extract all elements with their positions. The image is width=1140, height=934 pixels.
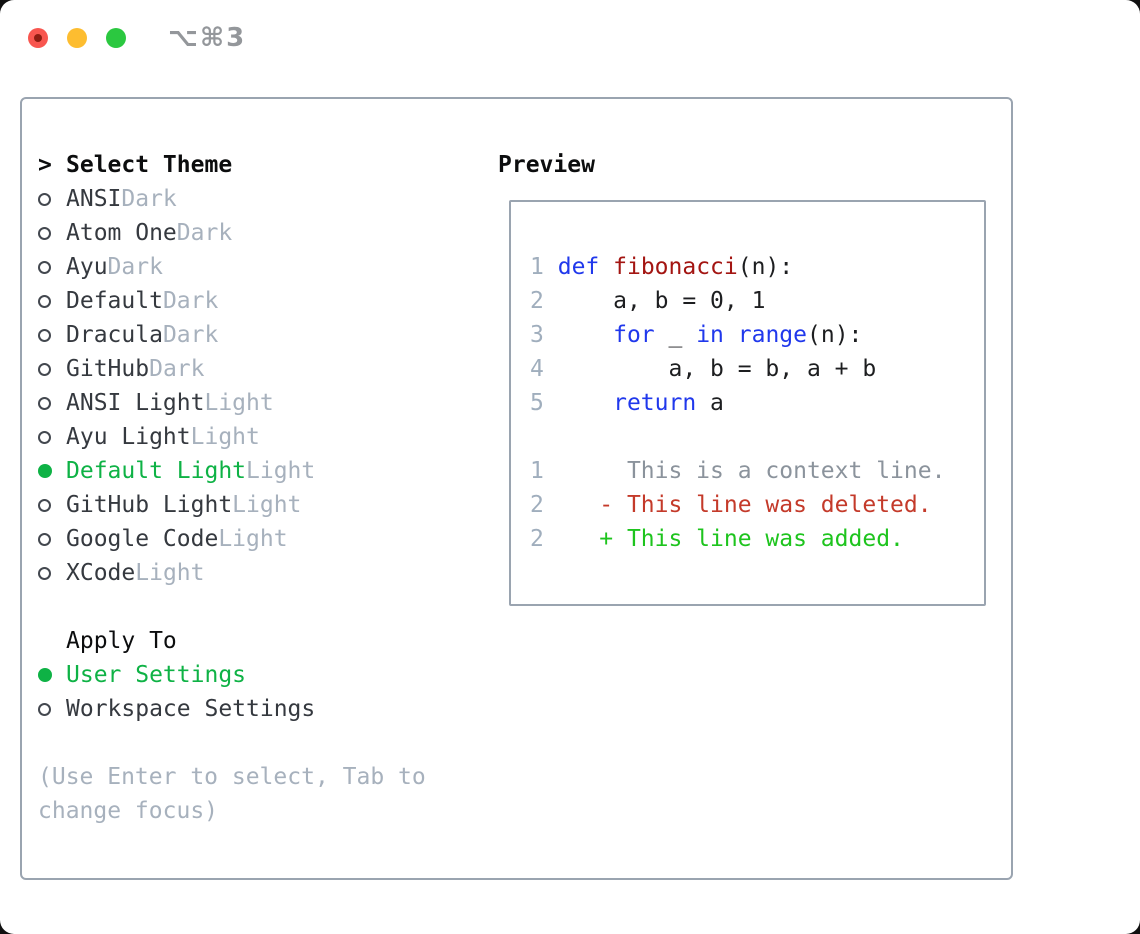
theme-option-ayu-light[interactable]: Ayu Light Light xyxy=(38,420,426,454)
option-label: GitHub Light xyxy=(66,492,233,518)
radio-icon xyxy=(38,328,66,342)
code-line xyxy=(530,420,984,454)
option-label: Default xyxy=(66,288,163,314)
line-number: 1 xyxy=(530,254,544,280)
theme-option-github[interactable]: GitHub Dark xyxy=(38,352,426,386)
option-label: Dracula xyxy=(66,322,163,348)
code-line: 4 a, b = b, a + b xyxy=(530,356,877,382)
code-line: 2 - This line was deleted. xyxy=(530,492,932,518)
variant-tag: Dark xyxy=(162,288,219,314)
focus-caret-icon: > xyxy=(38,152,52,178)
variant-tag: Light xyxy=(135,560,205,586)
radio-icon xyxy=(38,396,66,410)
spacer xyxy=(38,726,426,760)
line-number: 1 xyxy=(530,458,544,484)
variant-tag: Light xyxy=(246,458,316,484)
radio-icon xyxy=(38,226,66,240)
option-label: Atom One xyxy=(66,220,177,246)
line-number: 2 xyxy=(530,492,544,518)
code-line: 1 def fibonacci(n): xyxy=(530,254,794,280)
theme-option-xcode[interactable]: XCode Light xyxy=(38,556,426,590)
radio-icon xyxy=(38,294,66,308)
line-number: 2 xyxy=(530,288,544,314)
apply-option-user-settings[interactable]: User Settings xyxy=(38,658,426,692)
radio-selected-icon xyxy=(38,464,66,478)
variant-tag: Light xyxy=(190,424,260,450)
option-label: User Settings xyxy=(66,662,247,688)
line-number: 4 xyxy=(530,356,544,382)
radio-icon xyxy=(38,260,66,274)
theme-option-dracula[interactable]: Dracula Dark xyxy=(38,318,426,352)
radio-icon xyxy=(38,566,66,580)
radio-icon xyxy=(38,532,66,546)
help-line: change focus) xyxy=(38,798,219,824)
option-label: ANSI xyxy=(66,186,122,212)
variant-tag: Light xyxy=(232,492,302,518)
option-label: GitHub xyxy=(66,356,150,382)
variant-tag: Dark xyxy=(121,186,177,212)
theme-option-ansi-light[interactable]: ANSI Light Light xyxy=(38,386,426,420)
radio-icon xyxy=(38,430,66,444)
theme-option-ansi[interactable]: ANSI Dark xyxy=(38,182,426,216)
apply-to-header-row: Apply To xyxy=(38,624,426,658)
option-label: ANSI Light xyxy=(66,390,205,416)
spacer xyxy=(38,590,426,624)
option-label: Workspace Settings xyxy=(66,696,316,722)
variant-tag: Dark xyxy=(107,254,163,280)
code-line: 3 for _ in range(n): xyxy=(530,322,863,348)
code-preview: 1 def fibonacci(n): 2 a, b = 0, 1 3 for _ … xyxy=(511,202,984,556)
help-text: (Use Enter to select, Tab to change focus… xyxy=(38,760,426,828)
line-number: 3 xyxy=(530,322,544,348)
title-bar: ⌥⌘3 xyxy=(0,0,1140,76)
variant-tag: Dark xyxy=(149,356,205,382)
minimize-button[interactable] xyxy=(67,28,87,48)
theme-list-title: Select Theme xyxy=(66,152,233,178)
maximize-button[interactable] xyxy=(106,28,126,48)
option-label: Default Light xyxy=(66,458,247,484)
theme-option-google-code[interactable]: Google Code Light xyxy=(38,522,426,556)
line-number: 5 xyxy=(530,390,544,416)
variant-tag: Dark xyxy=(176,220,233,246)
preview-title: Preview xyxy=(498,152,595,178)
radio-icon xyxy=(38,498,66,512)
unsaved-dot-icon xyxy=(34,34,42,42)
theme-option-ayu[interactable]: Ayu Dark xyxy=(38,250,426,284)
option-label: Ayu xyxy=(66,254,108,280)
code-line: 5 return a xyxy=(530,390,724,416)
theme-list-header-row: > Select Theme xyxy=(38,148,426,182)
radio-icon xyxy=(38,702,66,716)
variant-tag: Light xyxy=(218,526,288,552)
option-label: Ayu Light xyxy=(66,424,191,450)
variant-tag: Light xyxy=(204,390,274,416)
theme-option-github-light[interactable]: GitHub Light Light xyxy=(38,488,426,522)
option-label: XCode xyxy=(66,560,136,586)
radio-icon xyxy=(38,362,66,376)
code-line: 2 + This line was added. xyxy=(530,526,904,552)
variant-tag: Dark xyxy=(162,322,219,348)
preview-box: 1 def fibonacci(n): 2 a, b = 0, 1 3 for _ … xyxy=(509,200,986,606)
theme-option-atom-one[interactable]: Atom One Dark xyxy=(38,216,426,250)
window-title: ⌥⌘3 xyxy=(168,23,247,53)
line-number: 2 xyxy=(530,526,544,552)
code-line: 2 a, b = 0, 1 xyxy=(530,288,766,314)
theme-option-default-light[interactable]: Default Light Light xyxy=(38,454,426,488)
code-line: 1 This is a context line. xyxy=(530,458,946,484)
radio-selected-icon xyxy=(38,668,66,682)
help-line: (Use Enter to select, Tab to xyxy=(38,764,426,790)
close-button[interactable] xyxy=(28,28,48,48)
apply-to-title: Apply To xyxy=(66,628,177,654)
option-label: Google Code xyxy=(66,526,219,552)
theme-option-default[interactable]: Default Dark xyxy=(38,284,426,318)
apply-option-workspace-settings[interactable]: Workspace Settings xyxy=(38,692,426,726)
radio-icon xyxy=(38,192,66,206)
